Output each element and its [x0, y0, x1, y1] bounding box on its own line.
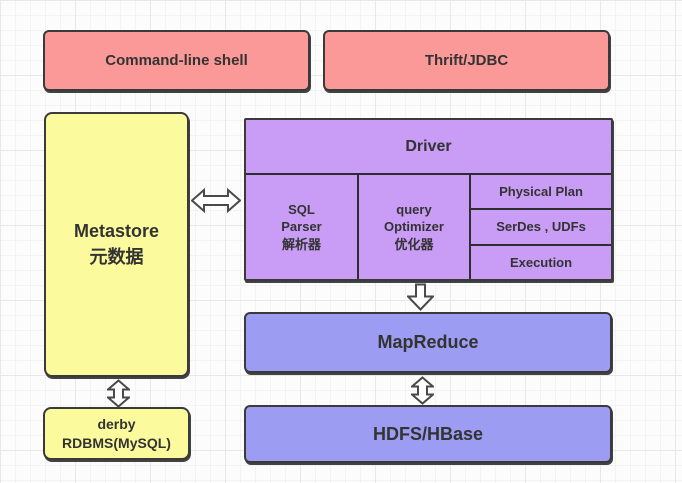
derby-line1: derby: [97, 416, 136, 433]
node-thrift-jdbc[interactable]: Thrift/JDBC: [323, 30, 610, 91]
metastore-label-line1: Metastore: [73, 221, 160, 242]
serdes-udfs-label: SerDes , UDFs: [496, 219, 586, 235]
sql-parser-line1: SQL: [288, 201, 315, 217]
node-mapreduce[interactable]: MapReduce: [244, 312, 612, 373]
mapreduce-hdfs-double-arrow-icon[interactable]: [411, 376, 434, 405]
node-serdes-udfs[interactable]: SerDes , UDFs: [471, 208, 611, 243]
down-arrow-glyph: [407, 283, 434, 311]
derby-line2: RDBMS(MySQL): [62, 434, 171, 451]
sql-parser-line2: Parser: [281, 219, 322, 235]
hdfs-hbase-label: HDFS/HBase: [372, 423, 484, 444]
node-physical-plan[interactable]: Physical Plan: [471, 175, 611, 208]
double-horizontal-arrow-glyph: [191, 188, 241, 213]
node-derby-rdbms[interactable]: derby RDBMS(MySQL): [43, 407, 190, 460]
node-driver[interactable]: Driver SQL Parser 解析器 query Optimizer 优化…: [244, 118, 613, 281]
node-query-optimizer[interactable]: query Optimizer 优化器: [359, 175, 471, 279]
metastore-label-line2: 元数据: [89, 246, 144, 267]
node-sql-parser[interactable]: SQL Parser 解析器: [246, 175, 359, 279]
sql-parser-line3: 解析器: [281, 236, 321, 252]
double-vertical-arrow-glyph: [411, 376, 434, 405]
node-hdfs-hbase[interactable]: HDFS/HBase: [244, 405, 612, 463]
node-execution[interactable]: Execution: [471, 243, 611, 279]
driver-body: SQL Parser 解析器 query Optimizer 优化器 Physi…: [246, 175, 611, 279]
physical-plan-label: Physical Plan: [499, 184, 583, 200]
driver-title: Driver: [246, 120, 611, 175]
node-metastore[interactable]: Metastore 元数据: [44, 112, 189, 377]
mapreduce-label: MapReduce: [377, 332, 479, 352]
metastore-driver-double-arrow-icon[interactable]: [191, 188, 241, 213]
execution-label: Execution: [509, 254, 573, 270]
double-vertical-arrow-glyph: [107, 379, 130, 408]
thrift-jdbc-label: Thrift/JDBC: [424, 52, 509, 69]
node-command-line-shell[interactable]: Command-line shell: [43, 30, 310, 91]
metastore-derby-double-arrow-icon[interactable]: [107, 379, 130, 408]
driver-stage-column: Physical Plan SerDes , UDFs Execution: [471, 175, 611, 279]
query-optimizer-line2: Optimizer: [384, 219, 444, 235]
query-optimizer-line3: 优化器: [394, 236, 434, 252]
command-line-shell-label: Command-line shell: [105, 52, 248, 69]
query-optimizer-line1: query: [396, 201, 432, 217]
driver-mapreduce-down-arrow-icon[interactable]: [407, 283, 434, 311]
